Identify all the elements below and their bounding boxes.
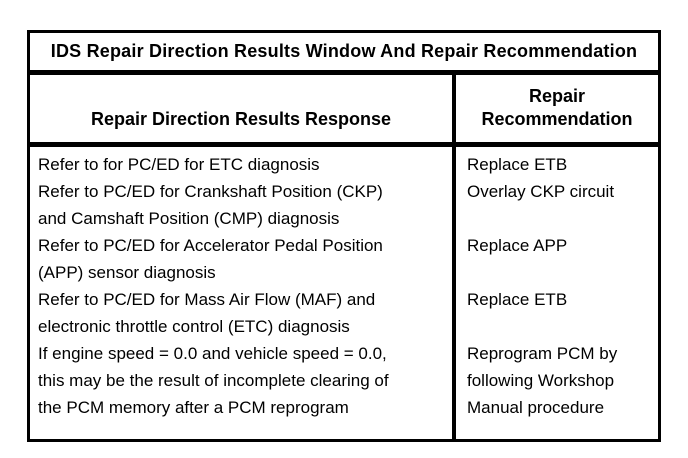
table-row: Refer to for PC/ED for ETC diagnosis Rep…	[30, 151, 658, 178]
recommendation-cell: Replace ETB	[467, 290, 568, 309]
response-cell: Refer to for PC/ED for ETC diagnosis	[38, 155, 320, 174]
table-row: Refer to PC/ED for Crankshaft Position (…	[30, 178, 658, 232]
column-divider	[452, 147, 456, 439]
column-header-recommendation: Repair Recommendation	[481, 86, 633, 129]
response-cell: Refer to PC/ED for Mass Air Flow (MAF) a…	[38, 290, 376, 336]
table-row: Refer to PC/ED for Mass Air Flow (MAF) a…	[30, 286, 658, 340]
repair-direction-table: IDS Repair Direction Results Window And …	[27, 30, 661, 442]
response-cell: Refer to PC/ED for Accelerator Pedal Pos…	[38, 236, 383, 282]
table-header-row: Repair Direction Results Response Repair…	[30, 75, 658, 147]
column-header-response: Repair Direction Results Response	[30, 75, 456, 142]
recommendation-cell: Reprogram PCM by following Workshop Manu…	[467, 344, 618, 417]
recommendation-cell: Replace APP	[467, 236, 568, 255]
table-body: Refer to for PC/ED for ETC diagnosis Rep…	[30, 147, 658, 439]
recommendation-cell: Replace ETB	[467, 155, 568, 174]
response-cell: Refer to PC/ED for Crankshaft Position (…	[38, 182, 383, 228]
table-row: If engine speed = 0.0 and vehicle speed …	[30, 340, 658, 421]
recommendation-cell: Overlay CKP circuit	[467, 182, 615, 201]
table-row: Refer to PC/ED for Accelerator Pedal Pos…	[30, 232, 658, 286]
table-title: IDS Repair Direction Results Window And …	[30, 33, 658, 75]
response-cell: If engine speed = 0.0 and vehicle speed …	[38, 344, 389, 417]
